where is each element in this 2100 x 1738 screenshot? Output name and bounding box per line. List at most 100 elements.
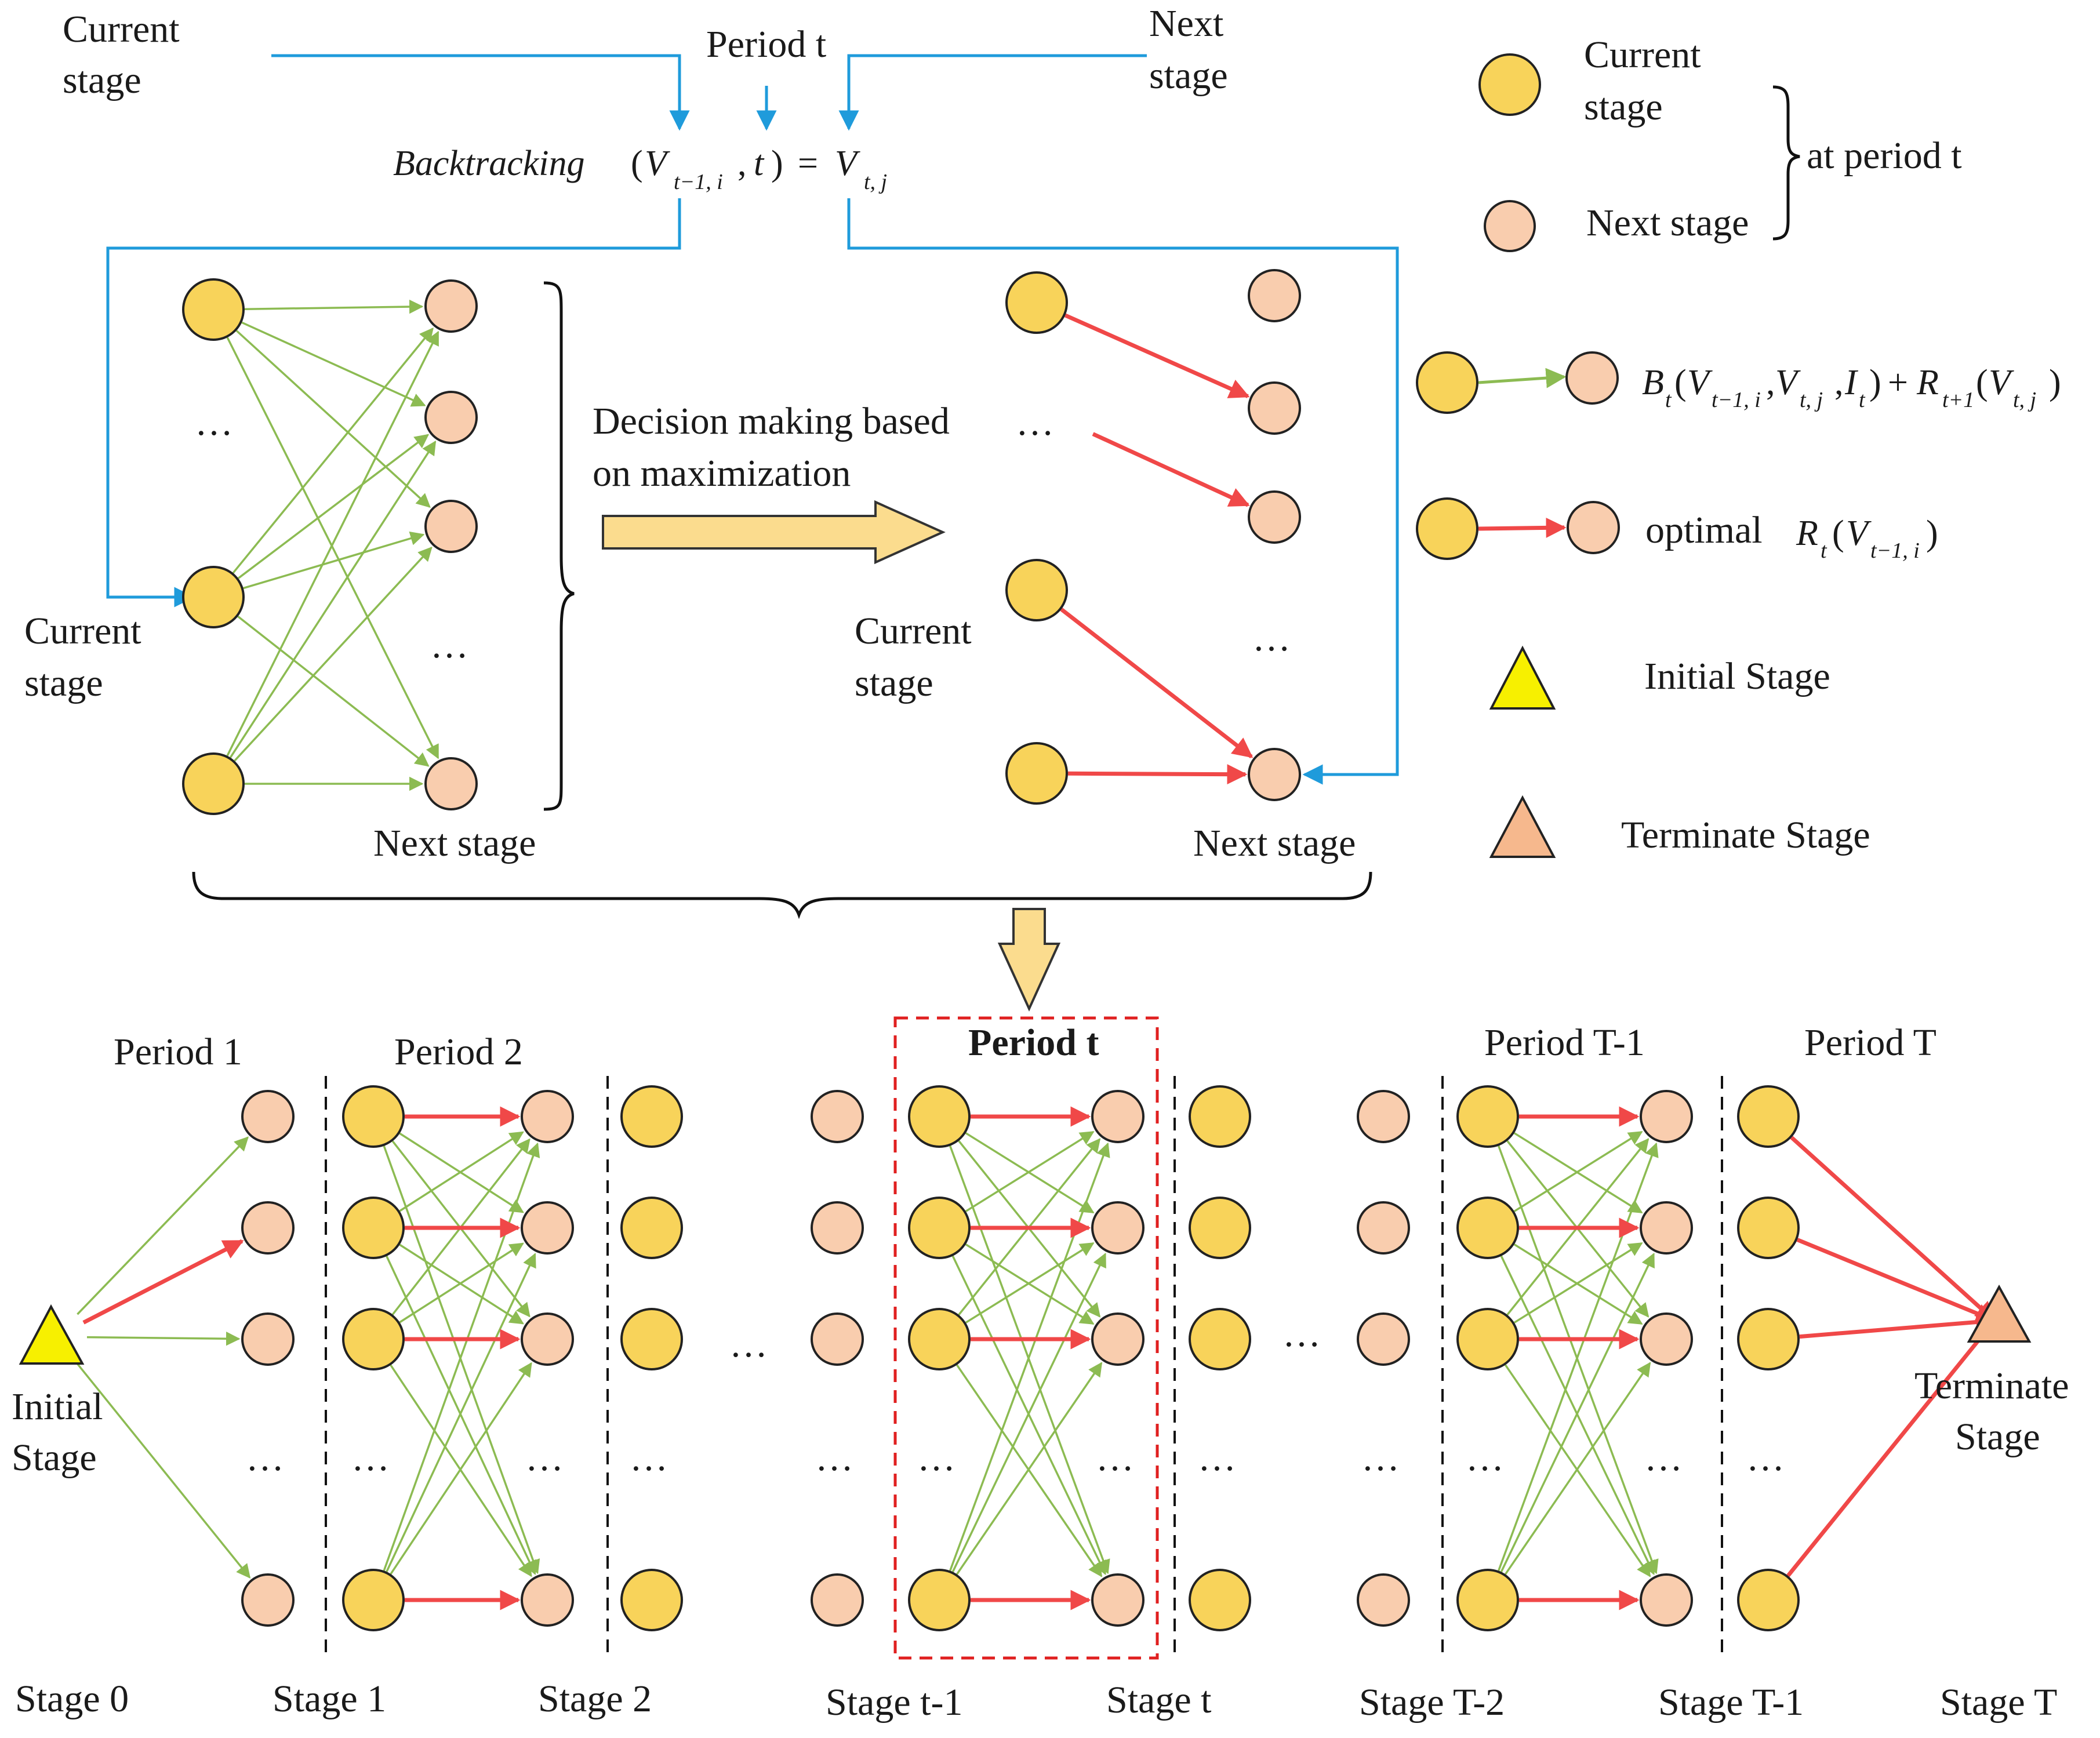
stage-T-1-current-node-3: [1737, 1569, 1800, 1631]
left-edge-0-0: [244, 299, 424, 314]
period-label-t: Period t: [968, 1021, 1099, 1064]
periodT-1-green-2-3: [1505, 1364, 1651, 1577]
legend: Current stage Next stage at period t B t…: [1416, 34, 2061, 858]
right-current-ellipsis: …: [1016, 401, 1054, 443]
eq-t: t: [754, 144, 765, 183]
lg-comma-1: ,: [1766, 363, 1775, 402]
stage-T-2-current-node-2: [1456, 1308, 1519, 1370]
lr-V: V: [1846, 514, 1872, 553]
lg-V1-sub: t−1, i: [1712, 388, 1761, 412]
stage-t-current-ellipsis: …: [1198, 1437, 1236, 1479]
left-next-node-0: [424, 279, 478, 333]
top-section: Current stage Period t Next stage Backtr…: [24, 2, 1399, 1012]
initial-stage-label-2: Stage: [12, 1437, 97, 1479]
left-current-stage-label-1: Current: [24, 610, 141, 652]
left-next-node-2: [424, 500, 478, 553]
legend-next-node: [1484, 200, 1536, 252]
lg-comma-2: ,: [1834, 363, 1844, 402]
bottom-gap-ellipsis-1: …: [729, 1323, 768, 1365]
blue-connector-left-panel: [106, 198, 681, 608]
legend-initial-label: Initial Stage: [1644, 655, 1830, 697]
left-current-node-2: [182, 752, 245, 815]
stage-T-2-node-2: [1357, 1312, 1410, 1366]
left-current-node-0: [182, 278, 245, 341]
lg-B-sub: t: [1665, 388, 1672, 412]
right-panel-edges: [1060, 313, 1254, 785]
stage2-current-node-2: [620, 1308, 683, 1370]
period2-green-1-2: [399, 1243, 524, 1325]
lg-R: R: [1916, 363, 1939, 402]
bottom-ellipses: ………………………………: [246, 1437, 1785, 1479]
stage-T-1-node-0: [1640, 1090, 1693, 1143]
left-next-node-3: [424, 757, 478, 810]
eq-equals: =: [798, 144, 818, 183]
eq-sub-prev: t−1, i: [674, 170, 723, 194]
lg-plus: +: [1888, 363, 1908, 402]
periodT-1-green-3-1: [1500, 1252, 1655, 1573]
eq-close-paren: ): [771, 144, 783, 183]
lr-R-sub: t: [1821, 539, 1827, 563]
stage-T-1-current-node-2: [1737, 1308, 1800, 1370]
terminate-stage-label-1: Terminate: [1914, 1365, 2069, 1407]
down-block-arrow: [997, 908, 1061, 1012]
legend-red-formula: optimal R t ( V t−1, i ): [1645, 509, 1938, 563]
right-current-node-1: [1005, 559, 1068, 621]
lr-R: R: [1796, 514, 1818, 553]
stage-T-2-current-ellipsis: …: [1466, 1437, 1504, 1479]
stage2-node-3: [521, 1573, 574, 1627]
period1-edge-0: [77, 1136, 249, 1315]
legend-red-next-node: [1567, 501, 1620, 554]
top-current-stage-label-1: Current: [63, 8, 180, 50]
left-panel-brace: [543, 281, 575, 811]
left-edge-1-3: [237, 615, 430, 767]
right-edge-2: [1067, 764, 1248, 785]
left-edge-0-3: [226, 337, 439, 759]
stage2-node-1: [521, 1201, 574, 1255]
right-edge-0: [1064, 313, 1250, 398]
terminate-stage-label-2: Stage: [1955, 1416, 2040, 1458]
lg-open-paren: (: [1674, 363, 1687, 402]
lg-V1: V: [1687, 363, 1713, 402]
lr-V-sub: t−1, i: [1870, 539, 1920, 563]
period2-green-3-0: [383, 1142, 540, 1571]
left-current-ellipsis: …: [195, 401, 233, 443]
legend-green-edge: [1478, 368, 1567, 388]
lg-V2: V: [1775, 363, 1801, 402]
stage1-ellipsis: …: [246, 1437, 284, 1479]
periodT-1-green-1-0: [1513, 1130, 1643, 1212]
stage-t-1-node-2: [811, 1312, 864, 1366]
period-t-green-3-1: [951, 1252, 1106, 1573]
stage2-node-0: [521, 1090, 574, 1143]
stage-label-1: Stage 1: [273, 1678, 386, 1720]
lg-V2-sub: t, j: [1800, 388, 1823, 412]
top-next-stage-label-1: Next: [1149, 2, 1223, 45]
stage-t-current-node-2: [1189, 1308, 1251, 1370]
right-edge-ellipsis: [1092, 432, 1250, 507]
stage-T-2-current-node-0: [1456, 1085, 1519, 1148]
stage2-current-node-1: [620, 1197, 683, 1259]
stage1-node-0: [241, 1090, 295, 1143]
stage2-current-node-0: [620, 1085, 683, 1148]
right-next-ellipsis: …: [1252, 617, 1291, 659]
left-current-stage-label-2: stage: [24, 662, 103, 704]
legend-green-current-node: [1416, 351, 1478, 414]
stage-t-node-1: [1091, 1201, 1145, 1255]
period-t-green-2-3: [956, 1364, 1103, 1577]
lg-B: B: [1642, 363, 1664, 402]
right-next-node-3: [1248, 748, 1301, 801]
periodT-1-green-1-2: [1513, 1243, 1643, 1325]
stage-label-t-1: Stage t-1: [826, 1681, 962, 1724]
eq-comma: ,: [737, 144, 747, 183]
stage-t-1-node-3: [811, 1573, 864, 1627]
top-next-stage-label-2: stage: [1149, 54, 1228, 97]
lg-open-paren-2: (: [1976, 363, 1988, 402]
stage-T-1-node-2: [1640, 1312, 1693, 1366]
stage-label-t: Stage t: [1106, 1679, 1211, 1721]
stage1-node-2: [241, 1312, 295, 1366]
right-current-node-2: [1005, 742, 1068, 805]
legend-next-label: Next stage: [1586, 202, 1749, 244]
stage-T-2-node-1: [1357, 1201, 1410, 1255]
stage-T-1-current-ellipsis: …: [1746, 1437, 1785, 1479]
period-t-highlight: [893, 1016, 1159, 1660]
bottom-edges: [74, 1106, 1997, 1610]
